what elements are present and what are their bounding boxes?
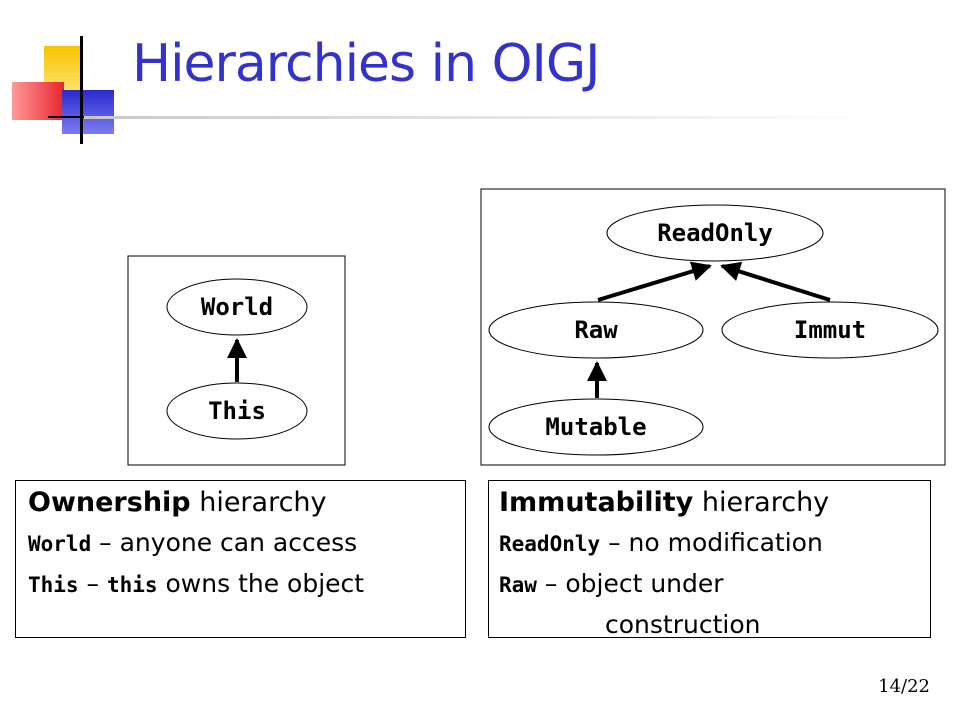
arrow-immut-to-readonly [720,261,831,302]
ownership-heading-bold: Ownership [28,487,191,518]
node-immut-label: Immut [794,316,866,344]
node-mutable [488,398,704,456]
ownership-diagram: World This [127,255,346,466]
immutability-line-raw: Raw – object under [499,564,930,605]
node-world-label: World [201,293,273,321]
ownership-line-world: World – anyone can access [28,523,465,564]
ownership-this-text: owns the object [157,569,365,598]
immutability-description-box: Immutability hierarchy ReadOnly – no mod… [488,480,931,639]
node-mutable-label: Mutable [545,413,646,441]
page-number: 14/22 [878,676,930,697]
node-world [166,278,308,336]
node-immut [721,301,939,359]
node-readonly-label: ReadOnly [657,219,773,247]
immutability-heading-rest: hierarchy [693,487,830,518]
logo-blue-square [62,90,114,134]
ownership-line-this: This – this owns the object [28,564,465,605]
ownership-world-code: World [28,532,92,556]
logo-vertical-line [80,36,83,144]
immutability-raw-text: – object under [536,569,724,598]
immutability-heading-bold: Immutability [499,487,694,518]
slide-logo [0,0,130,150]
ownership-this-code: This [28,573,79,597]
immutability-heading: Immutability hierarchy [499,483,930,523]
node-this [166,382,308,440]
ownership-this-sep: – [78,569,107,598]
arrow-raw-to-readonly [597,261,712,302]
immutability-readonly-text: – no modification [600,528,823,557]
immutability-raw-code: Raw [499,573,537,597]
title-underline [84,116,884,119]
node-readonly [606,204,824,262]
ownership-description-box: Ownership hierarchy World – anyone can a… [15,480,466,638]
ownership-heading: Ownership hierarchy [28,483,465,523]
immutability-line-readonly: ReadOnly – no modification [499,523,930,564]
node-this-label: This [208,397,266,425]
immutability-readonly-code: ReadOnly [499,532,601,556]
node-raw-label: Raw [574,316,618,344]
ownership-heading-rest: hierarchy [190,487,327,518]
logo-red-square [12,82,64,120]
ownership-world-text: – anyone can access [91,528,358,557]
immutability-line-construction: construction [605,610,761,639]
ownership-this-lower-code: this [106,573,158,597]
immutability-diagram: ReadOnly Raw Immut Mutable [480,188,946,466]
node-raw [488,301,704,359]
page-title: Hierarchies in OIGJ [132,34,600,94]
